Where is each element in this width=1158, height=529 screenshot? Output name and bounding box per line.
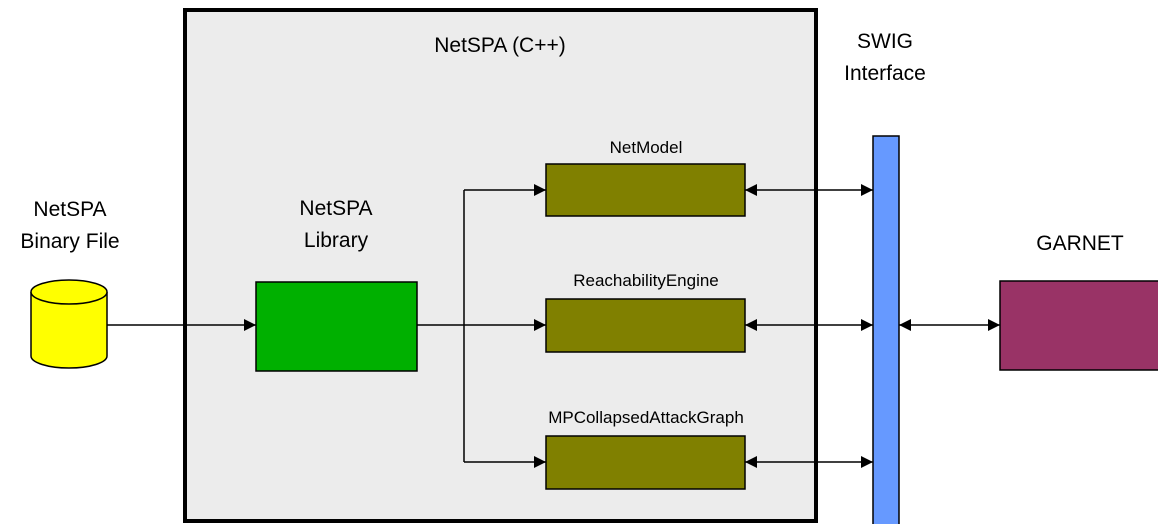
- swig-label-line1: SWIG: [857, 30, 913, 53]
- reachability-engine-label: ReachabilityEngine: [573, 271, 719, 290]
- mpcollapsed-attack-graph-label: MPCollapsedAttackGraph: [548, 408, 744, 427]
- swig-interface-bar: [872, 135, 900, 527]
- library-label-line2: Library: [304, 229, 369, 252]
- mpcollapsed-attack-graph-box: [545, 435, 746, 490]
- binary-file-label-line2: Binary File: [20, 230, 119, 253]
- database-cylinder-icon: [30, 279, 108, 369]
- netmodel-label: NetModel: [610, 138, 683, 157]
- library-to-modules-connector: [417, 184, 546, 468]
- netmodel-box: [545, 163, 746, 217]
- garnet-box: [999, 280, 1158, 371]
- binary-file-label-line1: NetSPA: [33, 198, 106, 221]
- swig-label-line2: Interface: [844, 62, 926, 85]
- modules-to-swig-arrows: [745, 184, 873, 468]
- netspa-library-box: [255, 281, 418, 372]
- reachability-engine-box: [545, 298, 746, 353]
- container-title: NetSPA (C++): [434, 34, 566, 57]
- library-label-line1: NetSPA: [299, 197, 372, 220]
- garnet-label: GARNET: [1036, 232, 1124, 255]
